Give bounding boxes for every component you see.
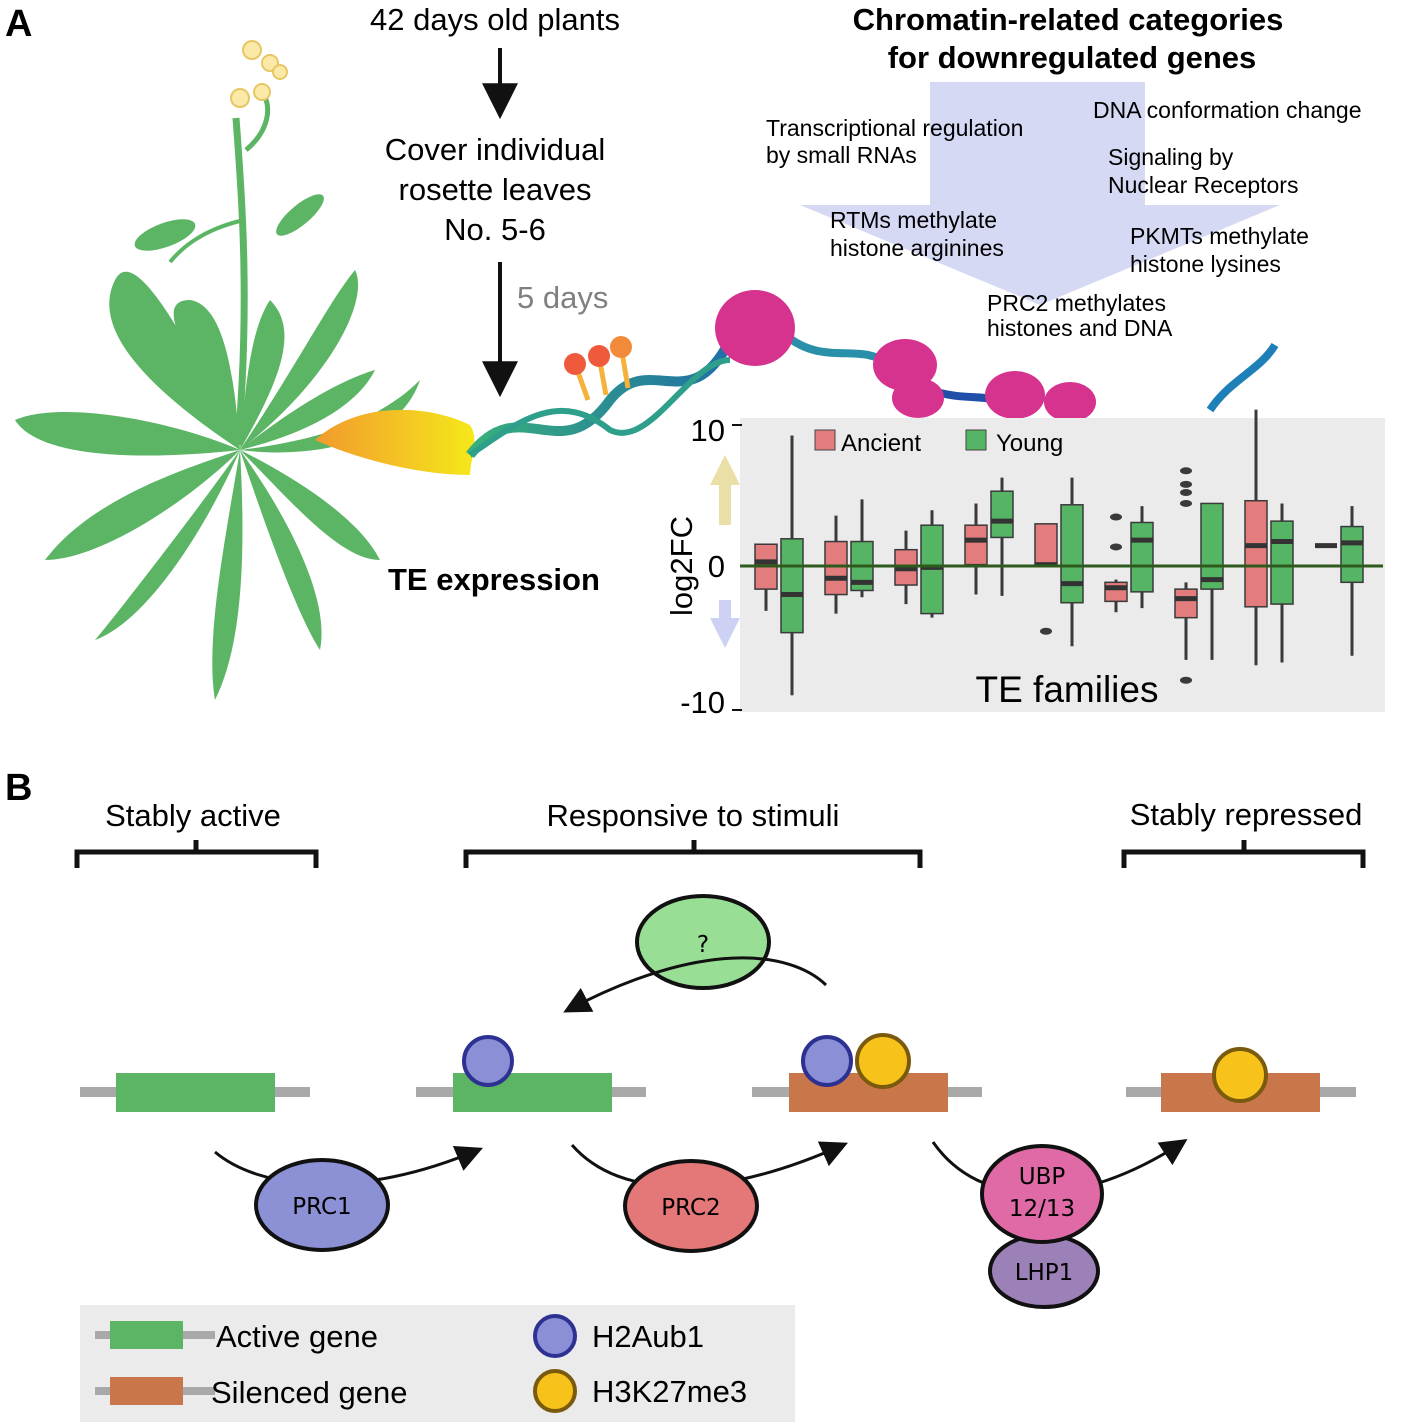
up-arrow-icon <box>710 455 740 525</box>
ancient-box <box>824 540 848 596</box>
young-box <box>990 490 1014 539</box>
h2aub1-mark <box>462 1035 514 1087</box>
workflow-duration: 5 days <box>517 280 608 315</box>
state-stably-active: Stably active <box>105 798 281 833</box>
category-item: histone arginines <box>830 235 1004 261</box>
legend-label-young: Young <box>996 430 1063 457</box>
categories-title-line2: for downregulated genes <box>888 40 1257 75</box>
legend-active-gene-swatch <box>110 1321 183 1349</box>
prc1-label: PRC1 <box>292 1194 351 1220</box>
flower-buds <box>230 40 288 108</box>
legend-label-ancient: Ancient <box>841 430 921 457</box>
y-tick-label: 0 <box>708 549 725 584</box>
category-item: histones and DNA <box>987 315 1173 341</box>
panel-a-label: A <box>5 3 32 45</box>
ancient-outlier <box>1180 489 1192 497</box>
ancient-box <box>1034 523 1058 566</box>
down-arrow-icon <box>710 600 740 648</box>
young-box <box>1130 521 1154 593</box>
young-box <box>1340 525 1364 584</box>
workflow-step-2-line2: rosette leaves <box>399 172 592 207</box>
h2aub1-mark <box>801 1035 853 1087</box>
legend-swatch-ancient <box>814 429 836 451</box>
workflow-step-1: 42 days old plants <box>370 2 620 37</box>
ancient-outlier <box>1180 676 1192 684</box>
te-boxplot-chart: 10 0 -10 log2FC TE families Ancient Youn… <box>664 409 1385 720</box>
category-list: Transcriptional regulation by small RNAs… <box>766 97 1362 341</box>
x-axis-label: TE families <box>976 669 1159 710</box>
ubp-label-line2: 12/13 <box>1009 1196 1075 1222</box>
ancient-outlier <box>1110 513 1122 521</box>
state-brackets <box>74 840 1366 868</box>
legend-silenced-gene-swatch <box>110 1377 183 1405</box>
workflow-step-2-line3: No. 5-6 <box>444 212 546 247</box>
unknown-factor-arrow <box>563 956 828 1013</box>
young-box <box>1060 504 1084 604</box>
gene-stably-repressed <box>1126 1047 1356 1112</box>
legend-h3k27me3-swatch <box>533 1369 577 1413</box>
ancient-outlier <box>1110 543 1122 551</box>
ancient-outlier <box>1040 627 1052 635</box>
category-item: by small RNAs <box>766 142 917 168</box>
legend-h3k27me3: H3K27me3 <box>592 1374 747 1409</box>
prc1-node <box>254 1158 390 1252</box>
legend-h2aub1: H2Aub1 <box>592 1319 704 1354</box>
panel-b-label: B <box>5 767 32 809</box>
te-expression-label: TE expression <box>388 562 600 597</box>
workflow-step-2-line1: Cover individual <box>385 132 606 167</box>
y-axis-label: log2FC <box>664 516 699 616</box>
category-item: Nuclear Receptors <box>1108 172 1298 198</box>
ancient-box <box>964 524 988 566</box>
category-item: PKMTs methylate <box>1130 223 1309 249</box>
panel-b-legend: Active gene Silenced gene H2Aub1 H3K27me… <box>80 1305 795 1422</box>
covered-leaf <box>315 409 475 475</box>
ancient-outlier <box>1180 480 1192 488</box>
legend-swatch-young <box>965 429 987 451</box>
gene-responsive-silenced <box>752 1033 982 1112</box>
ancient-outlier <box>1180 499 1192 507</box>
young-box <box>1200 502 1224 590</box>
gene-responsive-active <box>416 1035 646 1112</box>
h3k27me3-mark <box>1212 1047 1268 1103</box>
plant-illustration <box>15 90 420 700</box>
nucleosomes <box>715 290 1096 422</box>
category-item: Transcriptional regulation <box>766 115 1023 141</box>
gene-stably-active <box>80 1073 310 1112</box>
category-item: RTMs methylate <box>830 207 997 233</box>
y-tick-label: -10 <box>680 685 725 720</box>
h3k27me3-mark <box>855 1033 911 1089</box>
categories-title-line1: Chromatin-related categories <box>853 2 1284 37</box>
ubp-label: UBP <box>1019 1164 1066 1190</box>
young-box <box>780 538 804 634</box>
legend-active-gene: Active gene <box>216 1319 378 1354</box>
prc2-node <box>623 1159 759 1253</box>
unknown-factor-label: ? <box>697 932 709 958</box>
unknown-factor-node <box>635 894 771 990</box>
legend-silenced-gene: Silenced gene <box>211 1375 408 1410</box>
state-stably-repressed: Stably repressed <box>1130 797 1363 832</box>
legend-h2aub1-swatch <box>533 1314 577 1358</box>
ancient-box <box>1244 499 1268 608</box>
y-tick-label: 10 <box>691 413 725 448</box>
chart-legend: Ancient Young <box>814 429 1063 457</box>
ancient-outlier <box>1180 467 1192 475</box>
ancient-box <box>1104 581 1128 603</box>
ubp-node <box>980 1144 1104 1244</box>
category-item: Signaling by <box>1108 144 1234 170</box>
state-responsive: Responsive to stimuli <box>547 798 840 833</box>
prc2-label: PRC2 <box>661 1195 720 1221</box>
lhp1-label: LHP1 <box>1015 1260 1074 1286</box>
category-item: histone lysines <box>1130 251 1281 277</box>
methyl-marks <box>564 336 632 401</box>
category-item: PRC2 methylates <box>987 290 1166 316</box>
downregulation-arrow <box>800 82 1280 305</box>
ancient-box <box>1174 588 1198 619</box>
young-box <box>1270 520 1294 605</box>
category-item: DNA conformation change <box>1093 97 1362 123</box>
